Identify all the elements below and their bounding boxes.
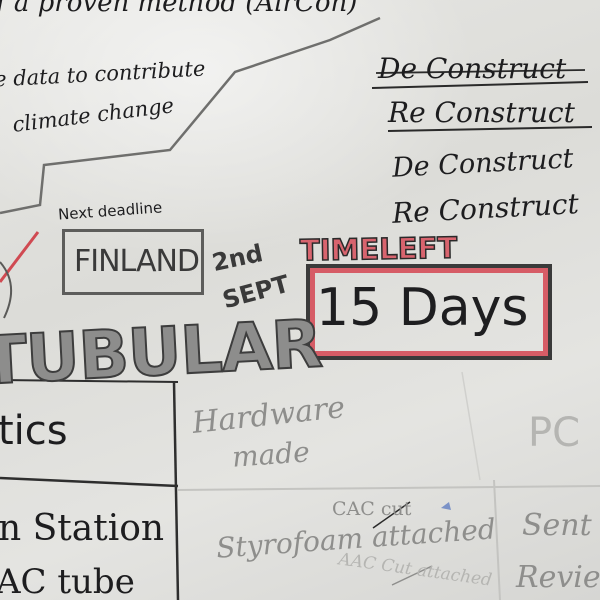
top-divider-line	[0, 16, 381, 215]
time-left-label: TIMELEFT	[299, 230, 458, 268]
grid-vertical-2	[493, 479, 501, 600]
cell-pc: PC	[528, 410, 581, 456]
underline-deconstruct	[371, 81, 589, 89]
grid-horizontal-top	[0, 379, 179, 383]
cell-station: n Station	[0, 508, 165, 549]
strike-deconstruct	[375, 69, 586, 74]
cell-top-left: tics	[0, 408, 68, 454]
underline-reconstruct	[387, 126, 593, 132]
strike-cut	[372, 501, 411, 529]
cell-tube: AC tube	[0, 562, 135, 600]
cell-sent-line2: Revie	[516, 560, 600, 595]
deadline-place: FINLAND	[74, 244, 200, 279]
time-left-box	[306, 264, 552, 360]
reconstruct-1: Re Construct	[388, 96, 575, 129]
red-arrow	[0, 231, 40, 283]
deadline-box	[62, 229, 204, 295]
cell-sent-line1: Sent	[522, 508, 592, 543]
deconstruct-1: De Construct	[378, 52, 567, 85]
grid-horizontal-1	[0, 476, 179, 488]
grid-horizontal-2	[177, 485, 600, 491]
top-note-line1: f a proven method (AirCon)	[0, 0, 358, 18]
time-left-value: 15 Days	[316, 278, 529, 338]
grid-vertical-1	[172, 381, 180, 600]
grid-faint-vertical	[461, 371, 481, 481]
cell-cac-cut: CAC cut	[332, 498, 412, 520]
blue-mark	[441, 502, 451, 510]
cell-hardware-line2: made	[230, 435, 311, 474]
strike-aac-cut	[391, 565, 433, 586]
grey-circle-partial	[0, 261, 12, 319]
